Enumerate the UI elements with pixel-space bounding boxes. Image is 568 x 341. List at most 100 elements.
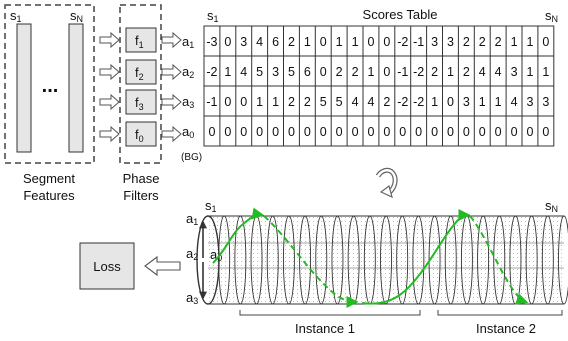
score-cell: 3	[240, 35, 247, 49]
score-cell: 0	[256, 125, 263, 139]
score-cell: 0	[463, 125, 470, 139]
score-cell: 0	[272, 125, 279, 139]
score-cell: 0	[447, 125, 454, 139]
score-cell: 1	[479, 95, 486, 109]
trajectory-front-2	[361, 209, 471, 305]
instance-1-label: Instance 1	[295, 321, 355, 336]
cylinder-a0-label: a0	[210, 247, 222, 263]
segment-last-label: sN	[70, 8, 83, 24]
cylinder-ring	[315, 215, 328, 305]
score-cell: 0	[240, 125, 247, 139]
cylinder-ring	[444, 215, 457, 305]
score-cell: 5	[320, 95, 327, 109]
scores-table-s1-label: s1	[207, 8, 219, 24]
score-cell: 0	[399, 125, 406, 139]
score-cell: 1	[352, 35, 359, 49]
row-label-a2: a2	[182, 64, 194, 80]
score-cell: 0	[208, 125, 215, 139]
score-cell: 0	[224, 35, 231, 49]
score-cell: 3	[511, 65, 518, 79]
row-label-a1: a1	[182, 34, 194, 50]
segment-feature-bar-first	[16, 23, 32, 153]
loss-hollow-arrow-icon	[144, 255, 181, 277]
cylinder-ring	[525, 215, 538, 305]
score-cell: 2	[431, 65, 438, 79]
score-cell: 2	[336, 65, 343, 79]
phase-filter-label-1: f1	[135, 33, 144, 50]
score-cell: 0	[542, 35, 549, 49]
score-cell: 0	[240, 95, 247, 109]
score-cell: 1	[447, 65, 454, 79]
trajectory-front-1	[212, 207, 265, 264]
cylinder-ring	[266, 215, 279, 305]
cylinder-ring	[558, 215, 568, 305]
score-cell: 4	[256, 35, 263, 49]
score-cell: 0	[511, 125, 518, 139]
score-cell: 0	[224, 125, 231, 139]
score-cell: 2	[495, 35, 502, 49]
score-cell: 0	[542, 125, 549, 139]
cylinder-ring	[380, 215, 392, 305]
score-cell: 0	[447, 95, 454, 109]
score-cell: 0	[431, 125, 438, 139]
score-cell: 0	[320, 65, 327, 79]
score-cell: -2	[413, 65, 424, 79]
score-cell: 0	[320, 125, 327, 139]
score-cell: 0	[495, 125, 502, 139]
instance-2-bracket	[437, 310, 563, 316]
score-cell: 4	[479, 65, 486, 79]
phase-filter-label-3: f3	[135, 95, 144, 112]
score-cell: 0	[336, 125, 343, 139]
score-cell: 4	[495, 65, 502, 79]
cylinder-ring	[541, 215, 554, 305]
phase-filter-label-2: f2	[135, 65, 144, 82]
trajectory-back-1	[263, 215, 359, 308]
score-cell: 2	[463, 65, 470, 79]
scores-table-title: Scores Table	[363, 7, 438, 22]
phase-filter-box-3	[125, 89, 157, 115]
score-cell: 0	[415, 125, 422, 139]
score-cell: 0	[320, 35, 327, 49]
score-cell: 2	[304, 95, 311, 109]
cylinder-ring	[282, 215, 295, 305]
score-cell: -2	[413, 95, 424, 109]
score-cell: 3	[431, 35, 438, 49]
score-cell: -2	[206, 65, 217, 79]
cylinder-s1-label: s1	[205, 198, 217, 214]
arrow-to-filter-1-icon	[99, 31, 120, 49]
score-cell: 1	[542, 65, 549, 79]
score-cell: 0	[383, 35, 390, 49]
score-cell: 2	[288, 95, 295, 109]
score-cell: 4	[352, 95, 359, 109]
score-cell: 1	[431, 95, 438, 109]
instance-2-label: Instance 2	[476, 321, 536, 336]
score-cell: 3	[272, 65, 279, 79]
cylinder-ring	[299, 215, 312, 305]
score-cell: 5	[288, 65, 295, 79]
phase-filter-label-0: f0	[135, 127, 144, 144]
cylinder-group: s1 sN a1 a2 a0 a3 Ins	[186, 198, 568, 336]
score-cell: 2	[352, 65, 359, 79]
segment-features-ellipsis: ...	[42, 75, 59, 97]
cylinder-ring	[412, 215, 425, 305]
score-cell: 1	[495, 95, 502, 109]
score-cell: 2	[463, 35, 470, 49]
score-cell: 1	[526, 65, 533, 79]
segment-features-caption-1: Segment	[23, 171, 75, 186]
score-cell: 5	[256, 65, 263, 79]
segment-features-group: s1 sN ... Segment Features	[4, 4, 95, 203]
cylinder-a2-label: a2	[186, 246, 198, 262]
scores-table-sn-label: sN	[545, 8, 558, 24]
score-cell: 1	[224, 65, 231, 79]
cylinder-sn-label: sN	[545, 198, 558, 214]
score-cell: -2	[397, 35, 408, 49]
score-cell: 3	[526, 95, 533, 109]
score-cell: 0	[304, 125, 311, 139]
arrow-to-row-1-icon	[161, 31, 182, 49]
score-cell: 1	[526, 35, 533, 49]
score-cell: 4	[511, 95, 518, 109]
score-cell: 4	[240, 65, 247, 79]
score-cell: 3	[463, 95, 470, 109]
